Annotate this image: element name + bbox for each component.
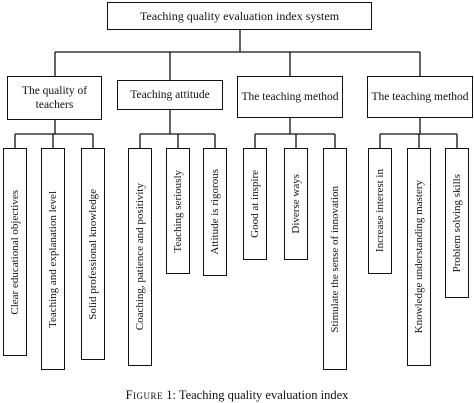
- leaf-label: Teaching and explanation level: [46, 190, 59, 328]
- category-label: The teaching method: [371, 90, 469, 103]
- leaf-node-increase-interest: Increase interest in: [368, 148, 392, 274]
- category-node-teaching-method-2: The teaching method: [367, 76, 473, 118]
- caption-text: Teaching quality evaluation index: [178, 388, 349, 402]
- leaf-label: Solid professional knowledge: [86, 188, 99, 320]
- caption-figure-word: Figure: [125, 388, 164, 402]
- leaf-label: Attitude is rigorous: [208, 169, 221, 255]
- leaf-node-clear-objectives: Clear educational objectives: [3, 148, 27, 356]
- leaf-node-coaching-patience: Coaching, patience and positivity: [128, 148, 152, 366]
- leaf-label: Increase interest in: [373, 169, 386, 253]
- leaf-label: Stimulate the sense of innovation: [328, 185, 341, 333]
- category-label: Teaching attitude: [130, 88, 210, 101]
- leaf-node-diverse-ways: Diverse ways: [284, 148, 308, 260]
- category-node-teacher-quality: The quality of teachers: [7, 76, 102, 120]
- leaf-label: Diverse ways: [289, 174, 302, 234]
- leaf-node-problem-solving: Problem solving skills: [445, 148, 469, 298]
- leaf-label: Clear educational objectives: [8, 189, 21, 315]
- leaf-label: Coaching, patience and positivity: [133, 183, 146, 331]
- category-node-teaching-method-1: The teaching method: [237, 76, 343, 118]
- category-label: The quality of teachers: [21, 84, 88, 111]
- root-node-title: Teaching quality evaluation index system: [107, 2, 372, 30]
- caption-number: 1:: [166, 388, 176, 402]
- leaf-node-stimulate-innovation: Stimulate the sense of innovation: [323, 148, 347, 370]
- leaf-node-explanation-level: Teaching and explanation level: [41, 148, 65, 370]
- figure-caption: Figure 1: Teaching quality evaluation in…: [0, 388, 474, 403]
- leaf-label: Good at inspire: [248, 170, 261, 238]
- leaf-node-professional-knowledge: Solid professional knowledge: [81, 148, 105, 360]
- leaf-label: Knowledge understanding mastery: [412, 180, 425, 334]
- category-label: The teaching method: [241, 90, 339, 103]
- leaf-label: Problem solving skills: [450, 173, 463, 273]
- leaf-label: Teaching seriously: [171, 169, 184, 253]
- root-title-text: Teaching quality evaluation index system: [139, 8, 340, 23]
- leaf-node-attitude-rigorous: Attitude is rigorous: [203, 148, 227, 276]
- leaf-node-teaching-seriously: Teaching seriously: [166, 148, 190, 274]
- category-node-teaching-attitude: Teaching attitude: [117, 80, 223, 110]
- leaf-node-knowledge-mastery: Knowledge understanding mastery: [407, 148, 431, 366]
- leaf-node-good-at-inspire: Good at inspire: [243, 148, 267, 260]
